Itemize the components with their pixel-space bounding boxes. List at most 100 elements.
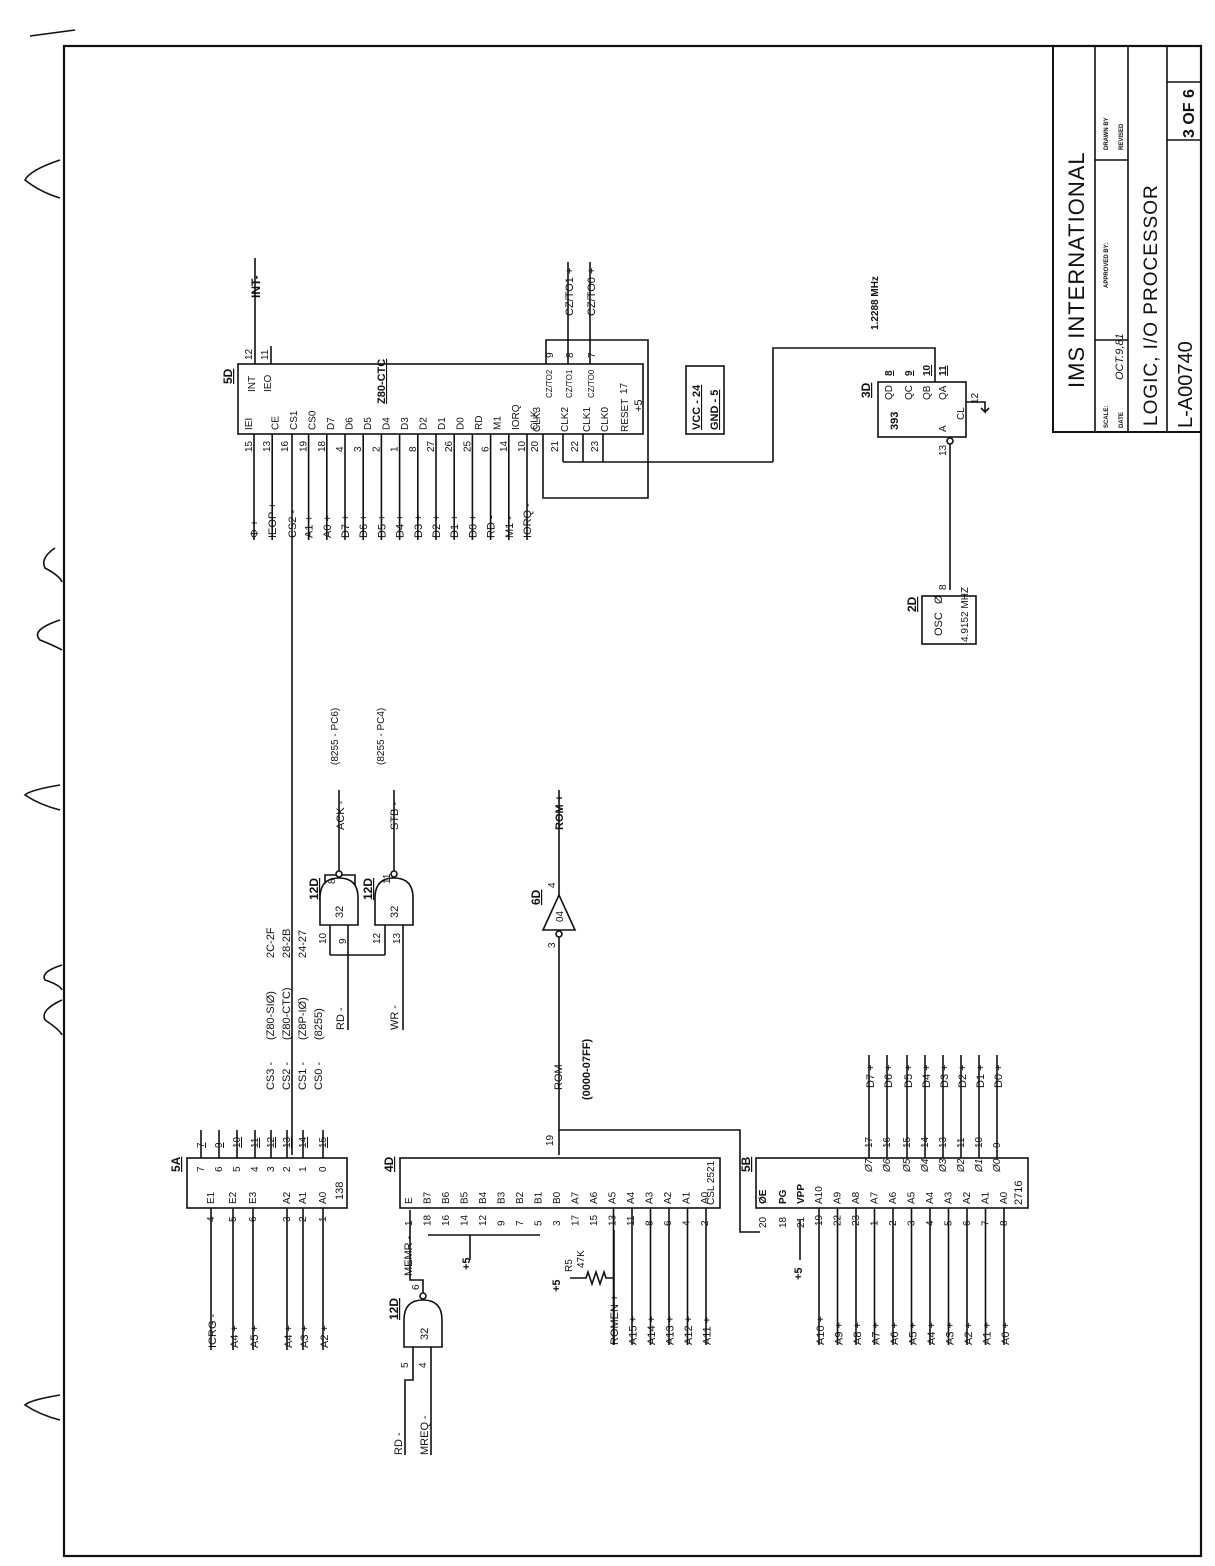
ic5b-dlabel-1: Ø6: [882, 1158, 893, 1173]
ctc-pin-9: 8: [408, 446, 419, 452]
g2-part: 32: [389, 906, 401, 918]
ic-5B-plus5: +5: [793, 1267, 805, 1280]
revised-field: REVISED: [1119, 123, 1125, 150]
clk-pin-23: 23: [590, 440, 601, 452]
ic-3D-pin-13: 13: [938, 444, 949, 456]
ic5b-addr-2: A8 +: [852, 1322, 864, 1345]
ic5a-out-6: 1: [298, 1166, 309, 1172]
ctc-signal-10: D2 +: [431, 514, 443, 538]
osc-label: OSC: [933, 612, 945, 636]
ic5a-in-5: A0: [318, 1191, 329, 1204]
cs-line-2: CS1 -: [297, 1062, 309, 1090]
clk-pin-21: 21: [550, 440, 561, 452]
r5-supply: +5: [551, 1279, 563, 1292]
drawing-number: L-A00740: [1175, 341, 1197, 428]
ic5a-out-1: 6: [214, 1166, 225, 1172]
ic5a-out-2: 5: [232, 1166, 243, 1172]
ic-3D-part: 393: [889, 412, 901, 430]
ic5b-data-1: D6 +: [883, 1064, 895, 1088]
title-block: IMS INTERNATIONAL LOGIC, I/O PROCESSOR L…: [1052, 45, 1202, 433]
cs-device-2: (Z8P-IØ): [297, 997, 309, 1040]
ic3d-label-3: QA: [938, 385, 949, 400]
clk-pin-22: 22: [570, 440, 581, 452]
ic4d-label-4: B4: [478, 1191, 489, 1204]
ic4d-label-12: A4: [626, 1191, 637, 1204]
ctc-signal-1: IEOP +: [267, 502, 279, 538]
ic3d-pin-3: 11: [938, 365, 949, 376]
ic5b-alabel-2: A8: [851, 1191, 862, 1204]
mreq-in: MREQ -: [419, 1415, 431, 1455]
ic4d-label-14: A2: [663, 1191, 674, 1204]
memr-label: MEMR -: [403, 1235, 415, 1276]
ctc-label-d3: D3: [400, 417, 411, 430]
ic5b-addr-1: A9 +: [834, 1322, 846, 1345]
wr-label: WR -: [389, 1005, 401, 1030]
ic4d-label-2: B6: [441, 1191, 452, 1204]
ctc-right-0: CLK3: [532, 407, 543, 432]
ic-5D-part: Z80-CTC: [376, 359, 388, 404]
ctc-pin-7: 2: [371, 446, 382, 452]
ctc-pin-13: 6: [481, 446, 492, 452]
ic-5D-ref: 5D: [221, 368, 235, 384]
cs-range-1: 28-2B: [281, 929, 293, 958]
ctc-label-d7: D7: [326, 417, 337, 430]
ic5b-dlabel-6: Ø1: [974, 1159, 985, 1173]
reset-plus5: +5: [633, 399, 645, 412]
ctc-label-iei: IEI: [244, 418, 255, 430]
ctc-pin-2: 16: [280, 440, 291, 452]
sheet-number: 3 OF 6: [1181, 89, 1198, 138]
ic5b-addr-5: A5 +: [908, 1322, 920, 1345]
ic5b-addr-8: A2 +: [963, 1322, 975, 1345]
g1-out: 8: [327, 878, 338, 884]
ic4d-label-15: A1: [682, 1191, 693, 1204]
ic5b-data-7: D0 +: [993, 1064, 1005, 1088]
ctc-label-d4: D4: [382, 417, 393, 430]
osc-pin-label: Ø: [933, 595, 945, 604]
ic4d-pin-3: 14: [460, 1214, 471, 1226]
cs-line-1: CS2 -: [281, 1062, 293, 1090]
ctc-signal-6: D6 +: [358, 514, 370, 538]
ic5a-in-1: E2: [228, 1191, 239, 1204]
cz-to0-pin: 7: [587, 352, 598, 358]
ctc-pin-4: 18: [317, 440, 328, 452]
ieo-pin: 11: [260, 349, 271, 360]
ic3d-pin-1: 9: [904, 370, 915, 376]
ctc-pin-12: 25: [462, 440, 473, 452]
power-box: VCC - 24 GND - 5: [685, 365, 725, 435]
ctc-signal-12: D0 +: [467, 514, 479, 538]
freq-1-2288: 1.2288 MHz: [870, 276, 881, 330]
ctc-pin-10: 27: [426, 440, 437, 452]
buf-ref: 6D: [529, 889, 543, 905]
ic5b-data-6: D1 +: [975, 1064, 987, 1088]
ctc-right-2: CLK1: [582, 407, 593, 432]
reset-pin: 17: [619, 382, 630, 394]
cs-line-0: CS3 -: [265, 1062, 277, 1090]
ic5b-dlabel-5: Ø2: [956, 1158, 967, 1173]
ctc-signal-0: Φ +: [249, 520, 261, 538]
cs-device-0: (Z80-SIØ): [265, 991, 277, 1040]
ctc-label-cs1: CS1: [289, 410, 300, 430]
ic-3D-pin-12: 12: [970, 392, 981, 404]
ctc-signal-5: D7 +: [340, 514, 352, 538]
ic5a-out-7: 0: [318, 1166, 329, 1172]
company-name: IMS INTERNATIONAL: [1064, 151, 1089, 388]
ctc-right-4: RESET: [620, 399, 631, 432]
ic-4D-ref: 4D: [382, 1156, 396, 1172]
ic5a-out-5: 2: [282, 1166, 293, 1172]
vcc-label: VCC - 24: [691, 384, 703, 430]
ack-signal: ACK -: [335, 800, 347, 830]
ic4d-label-16: A0: [700, 1191, 711, 1204]
ic3d-pin-2: 10: [922, 364, 933, 376]
scale-field: SCALE:: [1104, 406, 1110, 428]
ctc-label-ce: CE: [271, 416, 282, 430]
ic5b-data-2: D5 +: [903, 1064, 915, 1088]
ic5b-alabel-0: A10: [814, 1186, 825, 1204]
ic4d-signal-0: ROMEN +: [609, 1295, 621, 1345]
rd-in: RD -: [393, 1432, 405, 1455]
ctc-signal-2: CS2 -: [287, 510, 299, 538]
ic5b-ctrl-1: PG: [778, 1189, 789, 1204]
ic5b-ctrlpin-2: 21: [796, 1216, 807, 1228]
